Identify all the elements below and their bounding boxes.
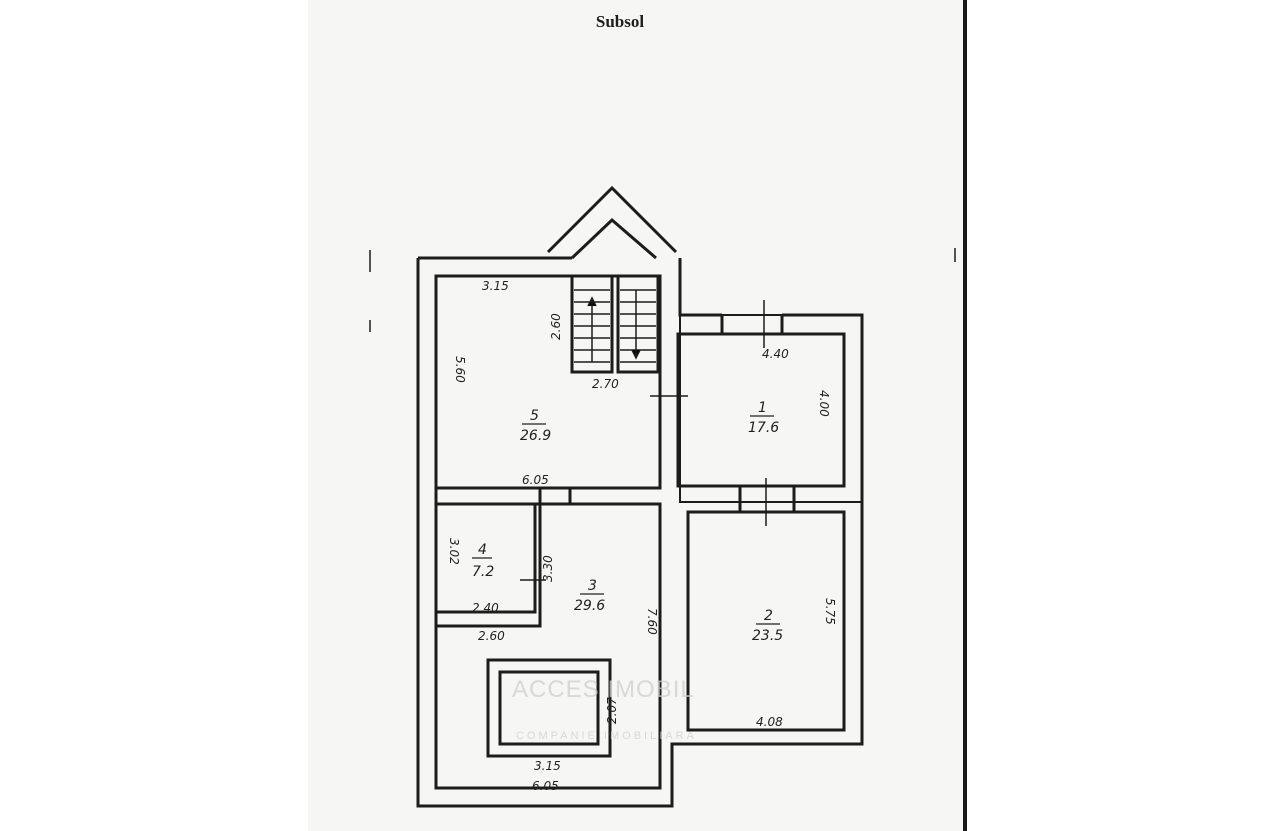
stair-right xyxy=(616,274,660,374)
dimension-label: 5.75 xyxy=(823,598,837,625)
room-4-label: 4 7.2 xyxy=(472,542,494,580)
dimension-label: 3.02 xyxy=(447,538,461,565)
room-5-outline xyxy=(434,274,662,490)
room-area: 23.5 xyxy=(752,628,783,644)
outer-wall xyxy=(416,256,864,808)
room-1-outer xyxy=(679,314,863,503)
pit-inner xyxy=(498,670,600,746)
room-number: 3 xyxy=(588,578,597,594)
room-number: 2 xyxy=(764,608,773,624)
room-number: 5 xyxy=(530,408,539,424)
room-3-label: 3 29.6 xyxy=(574,578,605,614)
door-marks xyxy=(416,315,796,550)
room-area: 26.9 xyxy=(520,428,551,444)
stair-left xyxy=(570,274,614,374)
plan-title: Subsol xyxy=(595,12,645,31)
dimension-label: 6.05 xyxy=(532,779,559,793)
gable-outer xyxy=(546,185,678,254)
room-area: 29.6 xyxy=(574,598,605,614)
pit-outer xyxy=(486,658,612,758)
room-1-label: 1 17.6 xyxy=(748,400,779,436)
dimension-label: 3.30 xyxy=(541,555,555,582)
dimension-label: 5.60 xyxy=(453,356,467,383)
room-area: 7.2 xyxy=(472,564,494,580)
gable-inner xyxy=(570,217,657,260)
room-2-label: 2 23.5 xyxy=(752,608,783,644)
dimension-label: 2.60 xyxy=(478,629,505,643)
watermark-logo: ACCES IMOBIL xyxy=(512,676,695,703)
dimension-label: 2.60 xyxy=(549,313,563,340)
room-number: 1 xyxy=(758,400,767,416)
dimension-label: 4.00 xyxy=(817,390,831,417)
room-5-label: 5 26.9 xyxy=(520,408,551,444)
room-number: 4 xyxy=(478,542,487,558)
watermark-tagline: COMPANIE IMOBILIARA xyxy=(516,730,697,742)
stair-treads xyxy=(574,289,656,363)
dimension-label: 3.15 xyxy=(482,279,509,293)
room-area: 17.6 xyxy=(748,420,779,436)
dimension-label: 2.40 xyxy=(472,601,499,615)
dimension-label: 7.60 xyxy=(645,608,659,635)
sheet-edge-line xyxy=(963,0,967,831)
outer-wall-inner xyxy=(434,274,655,790)
stair-arrows xyxy=(587,290,641,362)
dimension-label: 2.70 xyxy=(592,377,619,391)
dimension-label: 6.05 xyxy=(522,473,549,487)
dimension-label: 4.40 xyxy=(762,347,789,361)
door-swing xyxy=(520,300,767,581)
dim-ticks xyxy=(369,248,956,332)
dimension-label: 2.07 xyxy=(605,697,619,724)
dimension-label: 4.08 xyxy=(756,715,783,729)
dimension-label: 3.15 xyxy=(534,759,561,773)
